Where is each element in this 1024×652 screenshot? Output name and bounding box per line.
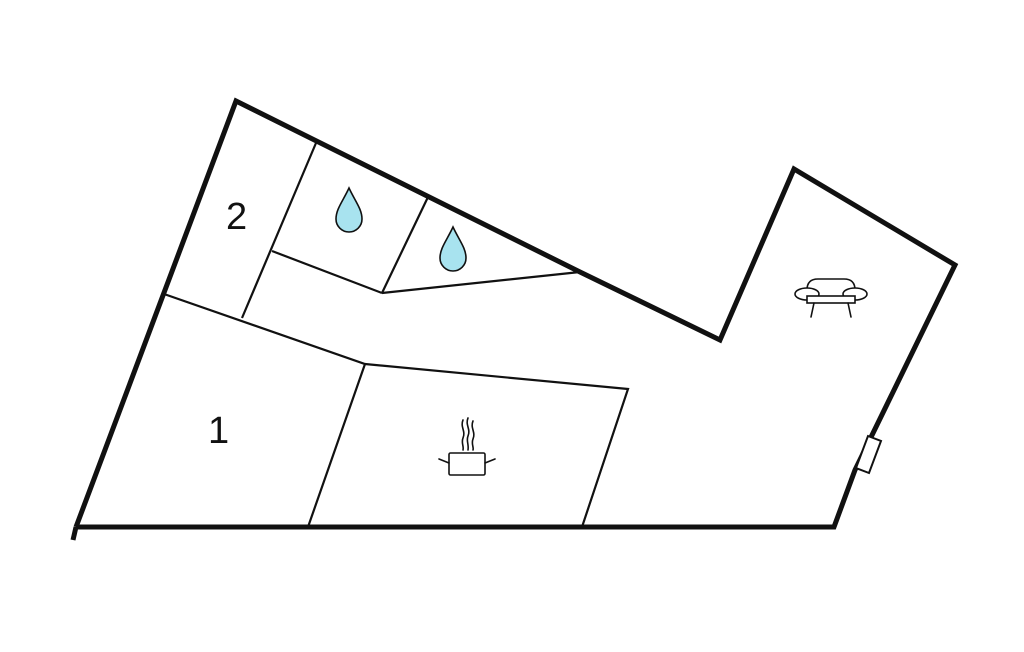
- water-drop-icon: [335, 186, 363, 233]
- wall-bathroom-2-bottom: [381, 270, 581, 295]
- cooking-pot-icon: [438, 417, 496, 476]
- inner-walls: [163, 142, 630, 528]
- window-icon: [854, 434, 883, 475]
- wall-bedroom-1-top: [163, 292, 630, 528]
- wall-bathroom-1-bottom: [271, 249, 383, 295]
- water-drop-icon: [439, 225, 467, 272]
- wall-bedroom-1-kitchen: [306, 363, 367, 528]
- outer-wall: [73, 97, 959, 530]
- wall-bathroom-divider: [381, 196, 429, 294]
- room-label-2: 2: [226, 196, 247, 238]
- sofa-icon: [794, 278, 868, 318]
- wall-bedroom-2-right: [240, 142, 318, 319]
- room-label-1: 1: [208, 410, 229, 452]
- outer-wall-corner-tick: [70, 526, 79, 541]
